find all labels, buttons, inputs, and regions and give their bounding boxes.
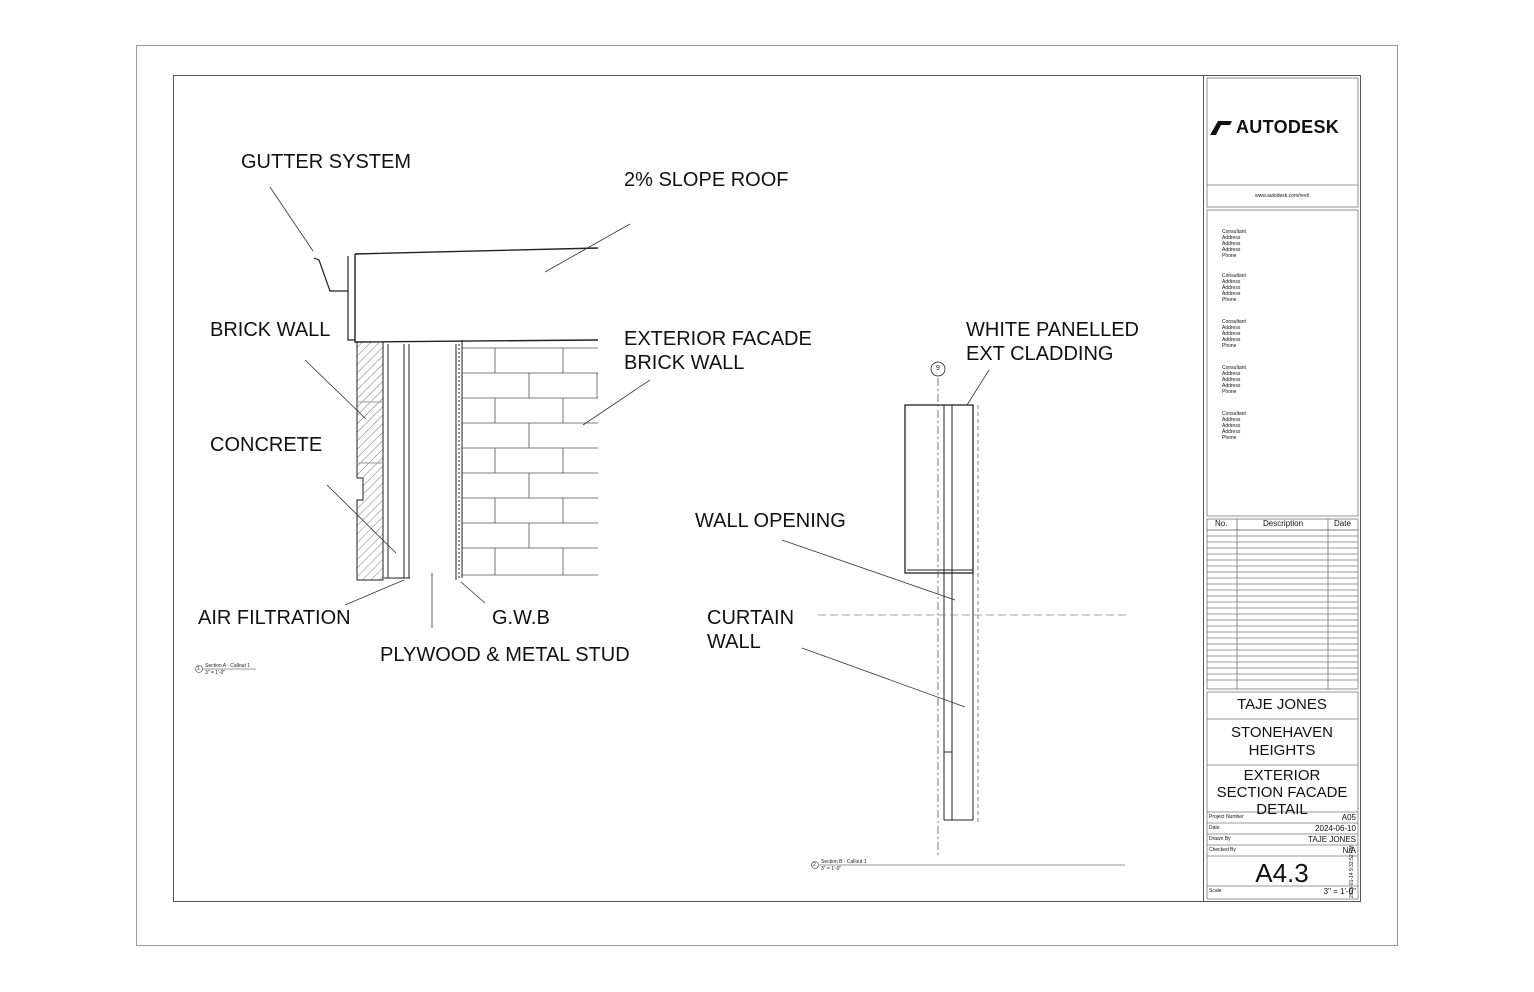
project-number-value: A05 [1341, 813, 1356, 822]
view-title-markers [195, 665, 1125, 869]
label-ext-cladding: EXT CLADDING [966, 343, 1114, 365]
scale-value: 3" = 1'-0" [1323, 887, 1356, 896]
label-gutter-system: GUTTER SYSTEM [241, 151, 412, 173]
project-number-label: Project Number [1209, 814, 1244, 820]
title-block-lines [1206, 77, 1359, 900]
brand-name: AUTODESK [1236, 117, 1340, 137]
label-curtain: CURTAIN [707, 607, 795, 629]
grid-bubble [930, 361, 946, 377]
grid-bubble-label: 9 [936, 365, 940, 372]
scale-label: Scale [1209, 888, 1222, 894]
label-concrete: CONCRETE [210, 434, 323, 456]
roof-slab [354, 247, 599, 343]
view-a-scale: 3" = 1'-0" [205, 670, 226, 676]
sheet-border [136, 45, 1398, 946]
label-gwb: G.W.B [492, 607, 550, 629]
checked-by-value: N/A [1342, 846, 1356, 855]
label-wall-opening: WALL OPENING [695, 510, 846, 532]
concrete-wall-hatch [356, 341, 384, 581]
view-b-number: 2 [813, 862, 816, 868]
label-exterior-facade-brick: BRICK WALL [624, 352, 745, 374]
label-brick-wall: BRICK WALL [210, 319, 331, 341]
date-value: 2024-06-10 [1315, 824, 1356, 833]
view-b-scale: 3" = 1'-0" [821, 866, 842, 872]
print-timestamp: 2025-01-14 9:32:52 PM [1349, 845, 1355, 898]
drawn-by-value: TAJE JONES [1308, 835, 1356, 844]
section-a-drawing [313, 247, 599, 581]
brick-coursing [462, 347, 598, 576]
brand-url: www.autodesk.com/revit [1255, 193, 1309, 199]
drawing-frame [173, 75, 1361, 902]
label-slope-roof: 2% SLOPE ROOF [624, 169, 789, 191]
owner-name: TAJE JONES [1237, 696, 1327, 713]
drawn-by-label: Drawn By [1209, 836, 1231, 842]
label-curtain-wall: WALL [707, 631, 761, 653]
date-label: Date [1209, 825, 1220, 831]
project-name-line-1: STONEHAVEN [1231, 724, 1333, 741]
label-exterior-facade: EXTERIOR FACADE [624, 328, 812, 350]
sheet-number: A4.3 [1255, 858, 1309, 888]
project-name-line-2: HEIGHTS [1248, 742, 1316, 759]
sheet-title-line-1: EXTERIOR [1243, 767, 1321, 784]
gutter [313, 256, 355, 341]
title-block [1203, 75, 1361, 902]
section-b-drawing [818, 361, 1127, 858]
checked-by-label: Checked By [1209, 847, 1236, 853]
view-a-title: Section A - Callout 1 [205, 663, 251, 669]
revision-header-no: No. [1215, 519, 1228, 528]
autodesk-logo: AUTODESK [1210, 117, 1339, 138]
cladding-panel [904, 404, 974, 574]
section-b-leaders [781, 369, 990, 708]
revision-header-description: Description [1263, 519, 1304, 528]
label-plywood-metal-stud: PLYWOOD & METAL STUD [380, 644, 630, 666]
sheet-title-line-2: SECTION FACADE [1216, 784, 1348, 801]
view-b-title: Section B - Callout 1 [821, 859, 867, 865]
sheet-title-line-3: DETAIL [1256, 801, 1308, 818]
label-air-filtration: AIR FILTRATION [198, 607, 351, 629]
revision-header-date: Date [1334, 519, 1351, 528]
autodesk-logo-icon [1210, 120, 1232, 135]
section-a-leaders [269, 186, 651, 628]
label-white-panelled: WHITE PANELLED [966, 319, 1139, 341]
view-a-number: 1 [197, 666, 200, 672]
